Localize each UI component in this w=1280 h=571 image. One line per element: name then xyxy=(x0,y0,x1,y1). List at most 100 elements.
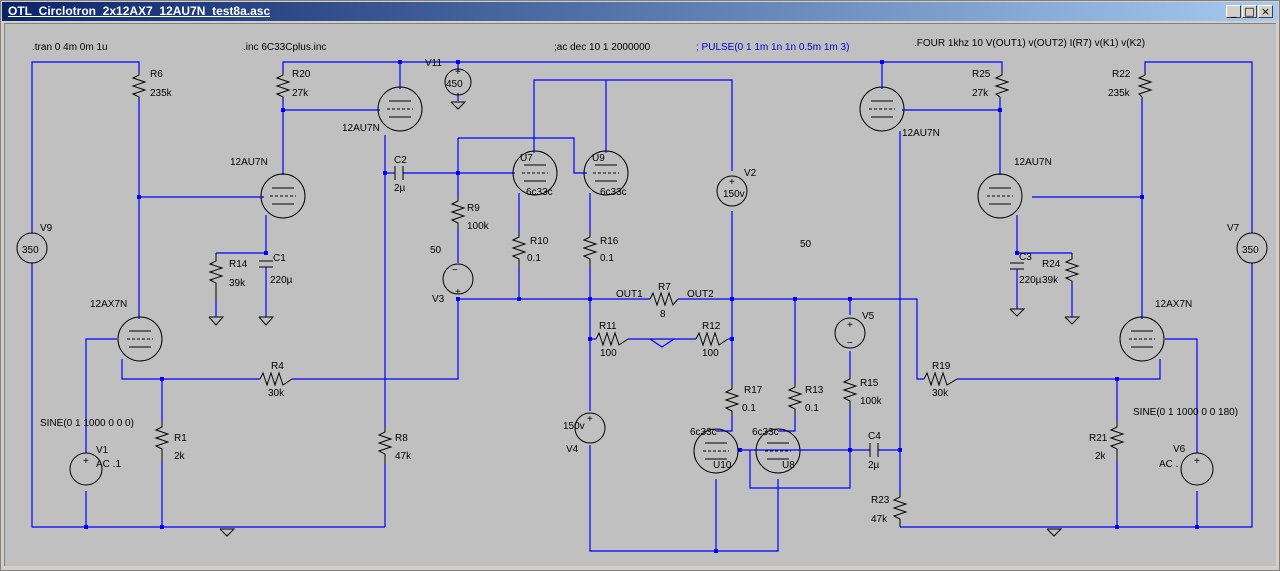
r22-ref[interactable]: R22 xyxy=(1112,69,1131,80)
r19-value[interactable]: 30k xyxy=(932,388,949,399)
v1-spec[interactable]: SINE(0 1 1000 0 0 0) xyxy=(40,418,134,429)
inc-directive[interactable]: .inc 6C33Cplus.inc xyxy=(243,42,326,53)
v3-ref[interactable]: V3 xyxy=(432,294,445,305)
v9-value[interactable]: 350 xyxy=(22,245,39,256)
v5-value[interactable]: 50 xyxy=(800,239,812,250)
r14-ref[interactable]: R14 xyxy=(229,259,248,270)
v11-ref[interactable]: V11 xyxy=(425,58,442,69)
minimize-button[interactable]: _ xyxy=(1226,5,1241,18)
v11-value[interactable]: 450 xyxy=(446,79,463,90)
r9-ref[interactable]: R9 xyxy=(467,203,480,214)
v5-ref[interactable]: V5 xyxy=(862,311,875,322)
v6-spec[interactable]: SINE(0 1 1000 0 0 180) xyxy=(1133,407,1238,418)
r10-ref[interactable]: R10 xyxy=(530,236,549,247)
schematic-canvas[interactable]: .tran 0 4m 0m 1u .inc 6C33Cplus.inc ;ac … xyxy=(4,23,1276,566)
v4-ref[interactable]: V4 xyxy=(566,444,579,455)
r20-ref[interactable]: R20 xyxy=(292,69,311,80)
t3-model[interactable]: 12AU7N xyxy=(902,128,940,139)
c1-value[interactable]: 220µ xyxy=(270,275,293,286)
r6-value[interactable]: 235k xyxy=(150,88,173,99)
r4-ref[interactable]: R4 xyxy=(271,361,284,372)
r7-value[interactable]: 8 xyxy=(660,309,666,320)
out2-net[interactable]: OUT2 xyxy=(687,289,714,300)
t5-model[interactable]: 12AX7N xyxy=(90,299,127,310)
r14-value[interactable]: 39k xyxy=(229,278,246,289)
voltage-source-symbols: + + + − + − + + + xyxy=(16,67,1268,486)
r21-value[interactable]: 2k xyxy=(1095,451,1107,462)
r15-value[interactable]: 100k xyxy=(860,396,883,407)
c2-ref[interactable]: C2 xyxy=(394,155,407,166)
r24-ref[interactable]: R24 xyxy=(1042,259,1061,270)
c3-ref[interactable]: C3 xyxy=(1019,252,1032,263)
r13-value[interactable]: 0.1 xyxy=(805,403,819,414)
r13-ref[interactable]: R13 xyxy=(805,385,824,396)
u10-ref[interactable]: U10 xyxy=(713,460,732,471)
r17-ref[interactable]: R17 xyxy=(744,385,763,396)
r16-ref[interactable]: R16 xyxy=(600,236,619,247)
r9-value[interactable]: 100k xyxy=(467,221,490,232)
v1-value[interactable]: AC .1 xyxy=(96,459,121,470)
r24-value[interactable]: 39k xyxy=(1042,275,1059,286)
v2-value[interactable]: 150v xyxy=(723,189,745,200)
u9-model[interactable]: 6c33c xyxy=(600,187,627,198)
r1-ref[interactable]: R1 xyxy=(174,433,187,444)
c2-value[interactable]: 2µ xyxy=(394,183,406,194)
schematic-drawing[interactable]: .tran 0 4m 0m 1u .inc 6C33Cplus.inc ;ac … xyxy=(5,24,1277,567)
t2-model[interactable]: 12AU7N xyxy=(230,157,268,168)
r12-ref[interactable]: R12 xyxy=(702,321,721,332)
r8-ref[interactable]: R8 xyxy=(395,433,408,444)
r19-ref[interactable]: R19 xyxy=(932,361,951,372)
r23-value[interactable]: 47k xyxy=(871,514,888,525)
close-button[interactable]: × xyxy=(1258,5,1273,18)
tran-directive[interactable]: .tran 0 4m 0m 1u xyxy=(32,42,108,53)
r17-value[interactable]: 0.1 xyxy=(742,403,756,414)
r6-ref[interactable]: R6 xyxy=(150,69,163,80)
r22-value[interactable]: 235k xyxy=(1108,88,1131,99)
u10-model[interactable]: 6c33c xyxy=(690,427,717,438)
t1-model[interactable]: 12AU7N xyxy=(342,123,380,134)
ac-directive[interactable]: ;ac dec 10 1 2000000 xyxy=(554,42,651,53)
v6-ref[interactable]: V6 xyxy=(1173,444,1186,455)
r21-ref[interactable]: R21 xyxy=(1089,433,1108,444)
r25-ref[interactable]: R25 xyxy=(972,69,991,80)
v4-value[interactable]: 150v xyxy=(563,421,585,432)
maximize-button[interactable]: □ xyxy=(1242,5,1257,18)
u7-model[interactable]: 6c33c xyxy=(526,187,553,198)
r1-value[interactable]: 2k xyxy=(174,451,186,462)
r23-ref[interactable]: R23 xyxy=(871,495,890,506)
c4-value[interactable]: 2µ xyxy=(868,460,880,471)
out1-net[interactable]: OUT1 xyxy=(616,289,643,300)
c1-ref[interactable]: C1 xyxy=(273,253,286,264)
pulse-directive[interactable]: ; PULSE(0 1 1m 1n 1n 0.5m 1m 3) xyxy=(696,42,849,53)
u9-ref[interactable]: U9 xyxy=(592,153,605,164)
r16-value[interactable]: 0.1 xyxy=(600,253,614,264)
u8-ref[interactable]: U8 xyxy=(782,460,795,471)
r7-ref[interactable]: R7 xyxy=(658,282,671,293)
c4-ref[interactable]: C4 xyxy=(868,431,881,442)
r11-ref[interactable]: R11 xyxy=(599,321,617,332)
v1-ref[interactable]: V1 xyxy=(96,445,109,456)
r11-value[interactable]: 100 xyxy=(600,348,617,359)
u7-ref[interactable]: U7 xyxy=(520,153,533,164)
c3-value[interactable]: 220µ xyxy=(1019,275,1042,286)
r12-value[interactable]: 100 xyxy=(702,348,719,359)
r20-value[interactable]: 27k xyxy=(292,88,309,99)
r8-value[interactable]: 47k xyxy=(395,451,412,462)
v3-value[interactable]: 50 xyxy=(430,245,442,256)
v7-value[interactable]: 350 xyxy=(1242,245,1259,256)
v6-value[interactable]: AC . xyxy=(1159,459,1178,470)
r25-value[interactable]: 27k xyxy=(972,88,989,99)
r10-value[interactable]: 0.1 xyxy=(527,253,541,264)
u8-model[interactable]: 6c33c xyxy=(752,427,779,438)
svg-text:+: + xyxy=(587,414,593,425)
four-directive[interactable]: .FOUR 1khz 10 V(OUT1) v(OUT2) I(R7) v(K1… xyxy=(914,38,1145,49)
r15-ref[interactable]: R15 xyxy=(860,378,879,389)
title-bar[interactable]: OTL_Circlotron_2x12AX7_12AU7N_test8a.asc… xyxy=(2,2,1278,21)
v9-ref[interactable]: V9 xyxy=(40,223,53,234)
r4-value[interactable]: 30k xyxy=(268,388,285,399)
t4-model[interactable]: 12AU7N xyxy=(1014,157,1052,168)
t6-model[interactable]: 12AX7N xyxy=(1155,299,1192,310)
v2-ref[interactable]: V2 xyxy=(744,168,757,179)
v7-ref[interactable]: V7 xyxy=(1227,223,1240,234)
